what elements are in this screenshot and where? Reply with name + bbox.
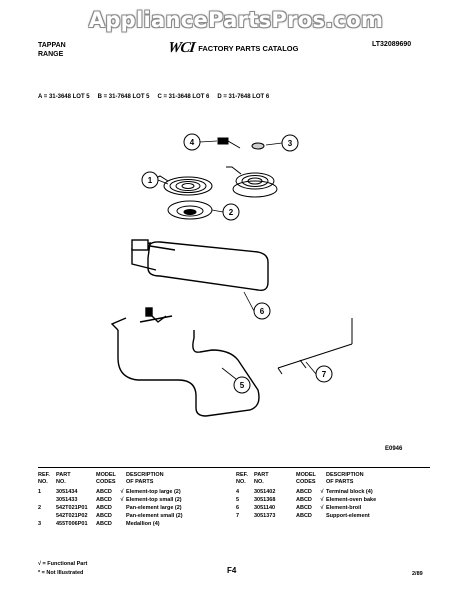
note-functional-part: √ = Functional Part [38,561,88,567]
table-row[interactable]: 6 3051140 ABCD √ Element-broil [236,504,362,511]
brand-name: TAPPAN [38,42,66,49]
table-row[interactable]: 542T021P02 ABCD Pan-element small (2) [56,512,183,519]
functional-check: √ [120,488,124,495]
lot-d: D = 31-7648 LOT 6 [217,94,270,100]
lot-b: B = 31-7648 LOT 5 [97,94,150,100]
terminal-block[interactable] [217,137,241,149]
catalog-title: FACTORY PARTS CATALOG [198,44,299,53]
table-row[interactable]: 1 3051434 ABCD √ Element-top large (2) [38,488,181,495]
callout-leaders [157,140,317,380]
figure-code: E0946 [385,446,403,452]
table-row[interactable]: 2 542T021P01 ABCD Pan-element large (2) [38,504,182,511]
watermark: AppliancePartsPros.com [88,8,384,32]
svg-text:1: 1 [148,176,153,185]
callout-1[interactable]: 1 [141,171,159,189]
callout-2[interactable]: 2 [222,203,240,221]
bake-element[interactable] [110,307,260,417]
footnotes: √ = Functional Part * = Not Illustrated [38,560,87,578]
callout-4[interactable]: 4 [183,133,201,151]
print-date: 2/89 [412,571,423,577]
drip-pan-large[interactable] [167,200,213,220]
callout-6[interactable]: 6 [253,302,271,320]
lot-legend: A = 31-3648 LOT 5 B = 31-7648 LOT 5 C = … [38,94,269,100]
callout-7[interactable]: 7 [315,365,333,383]
catalog-header: WCI FACTORY PARTS CATALOG [166,40,299,57]
svg-text:7: 7 [322,370,327,379]
svg-text:4: 4 [190,138,195,147]
lot-c: C = 31-3648 LOT 6 [157,94,210,100]
element-support[interactable] [277,318,353,375]
callout-5[interactable]: 5 [233,376,251,394]
medallion[interactable] [251,142,265,150]
table-row[interactable]: 5 3051368 ABCD √ Element-oven bake [236,496,377,503]
brand-block: TAPPAN RANGE [38,41,66,59]
svg-text:3: 3 [288,139,293,148]
broil-element[interactable] [131,239,269,292]
svg-text:5: 5 [240,381,245,390]
ref-header: REF.NO. [236,472,248,485]
element-top-small-coil[interactable] [226,166,278,198]
lot-a: A = 31-3648 LOT 5 [38,94,90,100]
callout-3[interactable]: 3 [281,134,299,152]
page-number: F4 [227,566,237,575]
element-top-coil[interactable] [155,175,213,196]
table-row[interactable]: 7 3051373 ABCD Support-element [236,512,370,519]
table-row[interactable]: 4 3051402 ABCD √ Terminal block (4) [236,488,373,495]
svg-text:2: 2 [229,208,234,217]
document-id: LT32089690 [372,41,412,48]
ref-header: REF.NO. [38,472,50,485]
table-top-rule [38,467,430,468]
svg-text:6: 6 [260,307,265,316]
functional-check: √ [320,504,324,511]
functional-check: √ [320,496,324,503]
table-row[interactable]: 3051433 ABCD √ Element-top small (2) [56,496,182,503]
functional-check: √ [120,496,124,503]
exploded-parts-diagram: 1 2 3 4 5 6 7 [110,133,353,417]
wci-logo: WCI [166,40,196,56]
product-type: RANGE [38,51,64,58]
note-not-illustrated: * = Not Illustrated [38,570,84,576]
functional-check: √ [320,488,324,495]
table-row[interactable]: 3 455T006P01 ABCD Medallion (4) [38,520,160,527]
